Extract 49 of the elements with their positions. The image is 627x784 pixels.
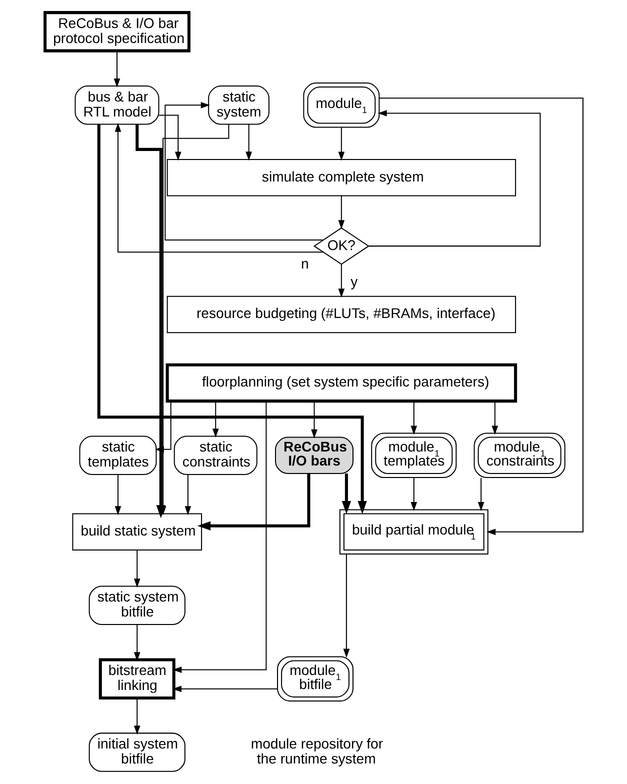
arrow [245, 124, 252, 161]
arrow [410, 478, 417, 512]
arrow [158, 114, 181, 161]
arrow [491, 401, 498, 435]
edge-label: y [350, 273, 358, 290]
node-box: build static system [72, 513, 202, 551]
arrow [114, 122, 323, 253]
arrow [378, 98, 583, 536]
node-box: ReCoBus & I/O bar protocol specification [43, 11, 190, 52]
arrow [341, 474, 351, 514]
arrow [338, 128, 344, 161]
node-box: build partial module$_{1}$ [338, 509, 488, 555]
arrow [96, 124, 366, 514]
node-box: static system bitfile [88, 586, 185, 625]
arrow [113, 51, 120, 88]
node-box: module$_{1}$ templates [370, 432, 456, 478]
node-box: static templates [78, 436, 156, 476]
node-box: module$_{1}$ bitfile [276, 656, 353, 702]
node-box: static constraints [173, 436, 257, 476]
arrow [133, 550, 140, 588]
edge-label: n [300, 256, 308, 272]
node-box: floorplanning (set system specific parameters) [165, 363, 517, 403]
arrow [154, 401, 171, 453]
arrow [196, 474, 310, 530]
arrow [133, 624, 140, 662]
node-box: initial system bitfile [88, 732, 185, 772]
node-box: bitstream linking [98, 658, 175, 700]
arrow [310, 401, 317, 438]
node-box: bus & bar RTL model [74, 86, 159, 125]
arrow [172, 401, 266, 673]
arrow [212, 401, 218, 438]
arrow [410, 401, 417, 435]
arrow [133, 698, 140, 735]
node-label: module repository for the runtime system [250, 735, 383, 767]
node-diamond: OK? [312, 227, 369, 265]
arrow [114, 474, 121, 516]
node-box: resource budgeting (#LUTs, #BRAMs, interface) [166, 296, 516, 334]
arrow [477, 478, 484, 512]
node-box: module$_{1}$ [302, 82, 380, 128]
arrow [342, 554, 350, 658]
arrow [164, 102, 323, 241]
arrow [338, 196, 344, 230]
node-box: ReCoBus I/O bars [274, 436, 353, 474]
arrow [368, 110, 540, 247]
node-box: static system [208, 86, 269, 125]
node-box: simulate complete system [166, 159, 516, 196]
arrow [184, 474, 191, 516]
node-box: module$_{1}$ constraints [473, 432, 565, 478]
arrow [338, 264, 344, 298]
